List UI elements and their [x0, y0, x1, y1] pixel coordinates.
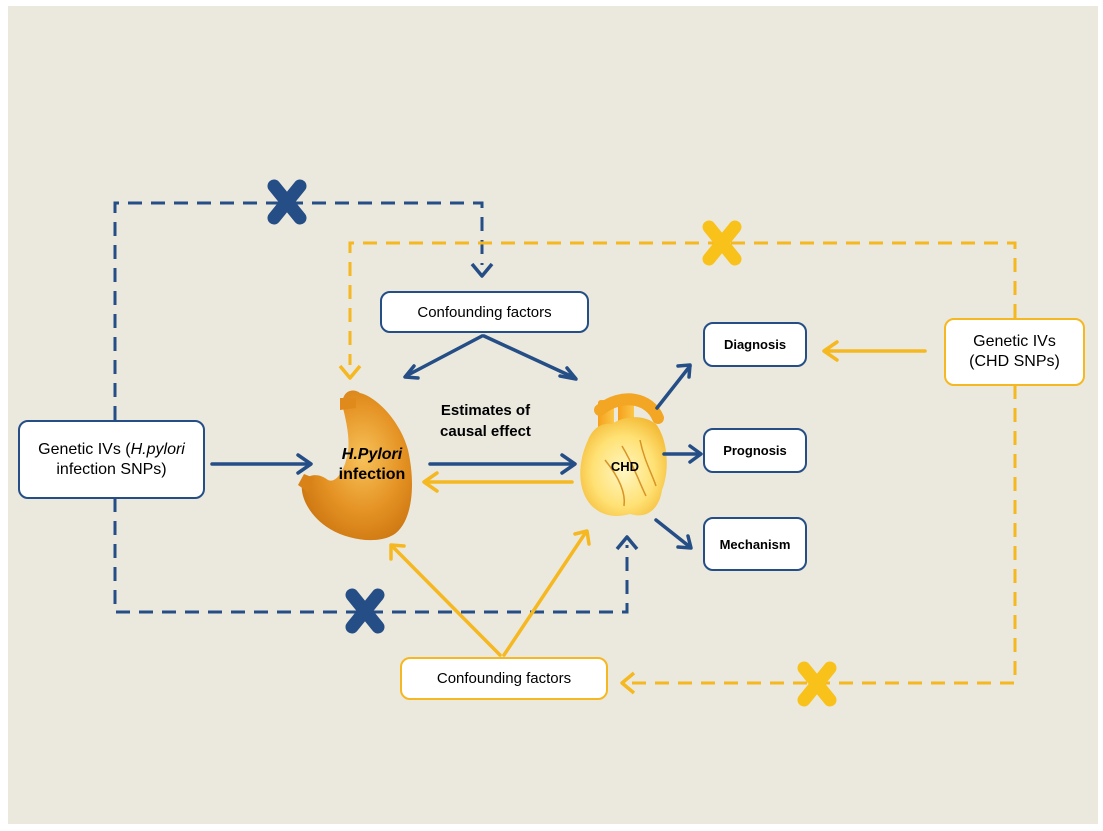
confounding-factors-bottom-label: Confounding factors: [436, 670, 572, 687]
prognosis-label: Prognosis: [723, 443, 787, 458]
gold-arrows: [389, 340, 927, 657]
blue-arrowhead-down: [470, 262, 494, 278]
genetic-ivs-hpylori-text: Genetic IVs (H.pylori infection SNPs): [38, 440, 185, 478]
blue-arrowhead-up: [615, 535, 639, 551]
hpylori-infection-label: H.Pylori infection: [338, 446, 406, 483]
estimates-causal-effect-label: Estimates of causal effect: [440, 402, 531, 440]
blocked-cross-icon: [797, 661, 837, 707]
prognosis-box: Prognosis: [703, 428, 807, 473]
heart-icon: [580, 393, 667, 516]
blue-confounding-path-top: [113, 201, 484, 420]
chd-label: CHD: [610, 459, 640, 474]
mechanism-label: Mechanism: [719, 536, 791, 552]
diagnosis-box: Diagnosis: [703, 322, 807, 367]
mechanism-box: Mechanism: [703, 517, 807, 571]
blocked-cross-icon: [267, 179, 307, 225]
gold-confounding-path-bottom: [632, 385, 1017, 685]
blocked-cross-icon: [345, 588, 385, 634]
gold-arrowhead-down: [338, 364, 362, 380]
diagnosis-label: Diagnosis: [723, 337, 787, 352]
confounding-factors-top-label: Confounding factors: [417, 303, 552, 321]
gold-arrowhead-left: [620, 671, 636, 695]
stomach-icon: [298, 390, 412, 541]
genetic-ivs-chd-text: Genetic IVs (CHD SNPs): [969, 333, 1060, 370]
genetic-ivs-chd-box: Genetic IVs (CHD SNPs): [944, 318, 1085, 386]
blocked-cross-icon: [702, 220, 742, 266]
genetic-ivs-hpylori-box: Genetic IVs (H.pylori infection SNPs): [18, 420, 205, 499]
confounding-factors-box-bottom: Confounding factors: [400, 657, 608, 700]
confounding-factors-box-top: Confounding factors: [380, 291, 589, 333]
blue-arrows: [210, 334, 703, 550]
